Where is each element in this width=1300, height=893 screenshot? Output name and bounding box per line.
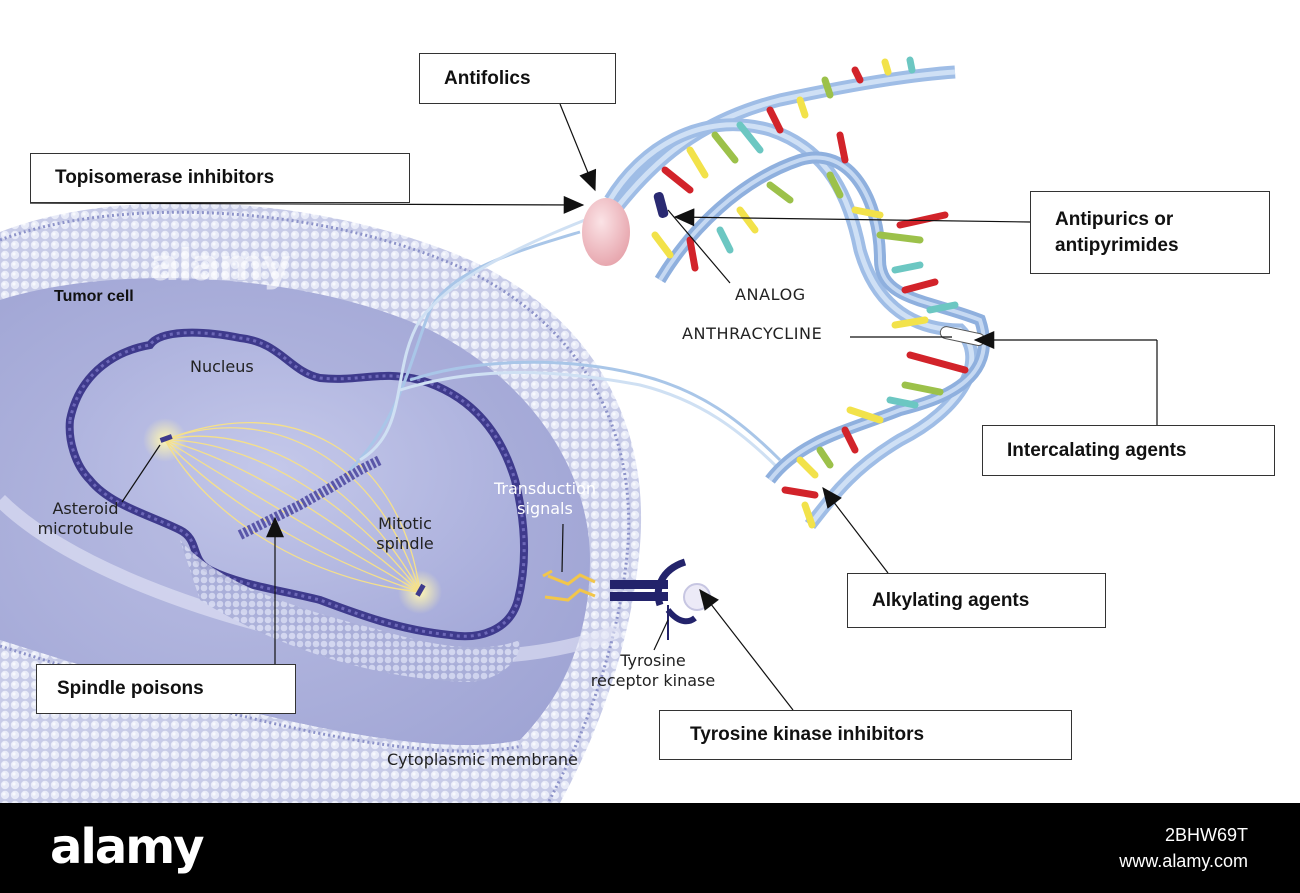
asteroid-microtubule-label: Asteroid microtubule [28, 499, 143, 539]
transduction-label-line1: Transduction [493, 479, 597, 498]
antifolics-box: Antifolics [419, 53, 616, 104]
watermark-footer: alamy 2BHW69T www.alamy.com [0, 803, 1300, 893]
topoisomerase-inhibitors-box: Topisomerase inhibitors [30, 153, 410, 203]
antipurics-label-line2: antipyrimides [1055, 234, 1179, 256]
mitotic-spindle-label: Mitotic spindle [360, 514, 450, 554]
mitotic-label-line1: Mitotic [378, 514, 432, 533]
mitotic-label-line2: spindle [376, 534, 434, 553]
nucleus [65, 328, 529, 682]
asteroid-label-line1: Asteroid [52, 499, 119, 518]
asteroid-label-line2: microtubule [37, 519, 134, 538]
mitotic-spindle [143, 418, 442, 614]
nucleus-label: Nucleus [190, 357, 254, 376]
site-url: www.alamy.com [1119, 851, 1248, 871]
tyrosine-label-line2: receptor kinase [590, 671, 716, 690]
tyrosine-kinase-inhibitors-label: Tyrosine kinase inhibitors [690, 724, 925, 745]
cytoplasmic-membrane-label: Cytoplasmic membrane [387, 750, 578, 769]
transduction-signals-label: Transduction signals [482, 479, 608, 519]
antifolics-label: Antifolics [444, 67, 531, 89]
alkylating-agents-box: Alkylating agents [847, 573, 1106, 628]
transduction-label-line2: signals [517, 499, 573, 518]
spindle-poisons-label: Spindle poisons [57, 678, 204, 699]
tyrosine-receptor [542, 558, 711, 640]
alkylating-agents-label: Alkylating agents [872, 589, 1030, 611]
tyrosine-label-line1: Tyrosine [620, 651, 686, 670]
image-id: 2BHW69T [1164, 825, 1248, 845]
intercalating-agents-box: Intercalating agents [982, 425, 1275, 476]
tumor-cell-label: Tumor cell [54, 288, 134, 305]
alamy-logo: alamy [50, 819, 205, 875]
leader-lines [29, 103, 1158, 711]
tyrosine-receptor-kinase-label: Tyrosine receptor kinase [576, 651, 730, 691]
watermark-text: alamy [150, 240, 291, 291]
topoisomerase-inhibitors-label: Topisomerase inhibitors [55, 167, 275, 188]
antipurics-box: Antipurics or antipyrimides [1030, 191, 1270, 274]
dna-double-helix [582, 56, 990, 530]
antipurics-label-line1: Antipurics or [1055, 208, 1174, 230]
anthracycline-label: ANTHRACYCLINE [682, 324, 823, 343]
intercalating-agents-label: Intercalating agents [1007, 439, 1187, 461]
dna-strand [348, 218, 782, 472]
spindle-poisons-box: Spindle poisons [36, 664, 296, 714]
tyrosine-kinase-inhibitors-box: Tyrosine kinase inhibitors [659, 710, 1072, 760]
analog-label: ANALOG [735, 285, 806, 304]
